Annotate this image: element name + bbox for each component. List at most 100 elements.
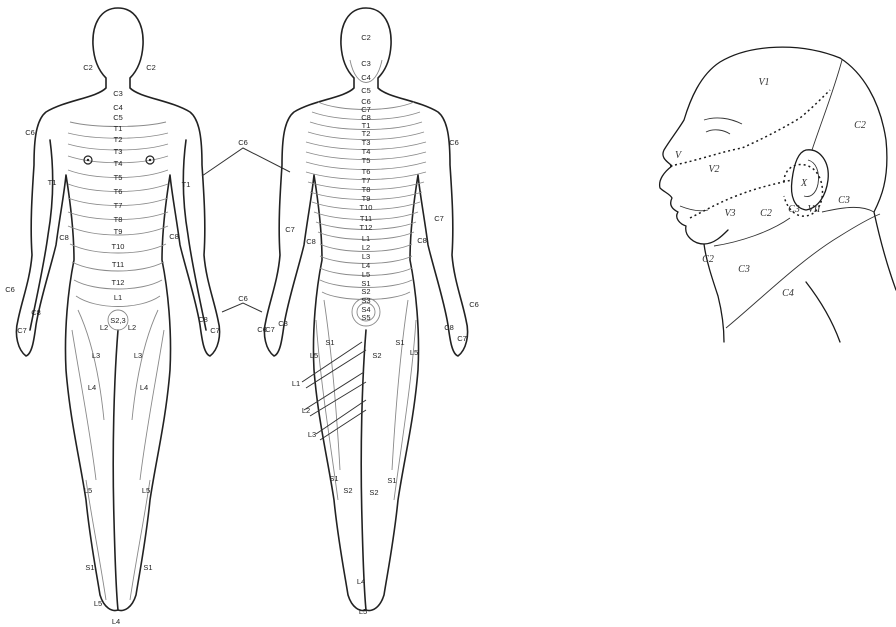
- back-spine-label: L5: [362, 270, 370, 279]
- back-spine-label: C5: [361, 86, 371, 95]
- front-spine-label: T5: [114, 173, 123, 182]
- back-arm-label: C7: [457, 334, 467, 343]
- head-label: V3: [724, 208, 735, 219]
- head-back-of-head: [840, 58, 896, 290]
- back-spine-label: S3: [361, 296, 370, 305]
- front-arm-label: C8: [31, 308, 41, 317]
- front-spine-label: C5: [113, 113, 123, 122]
- back-spine-label: S2: [361, 287, 370, 296]
- front-spine-label: T7: [114, 201, 123, 210]
- head-label: C2: [702, 254, 714, 265]
- back-leg-label: S2: [343, 486, 352, 495]
- back-arm-label: C8: [417, 236, 427, 245]
- back-arm-label: C7: [285, 225, 295, 234]
- back-spine-label: L2: [362, 243, 370, 252]
- back-spine-label: T6: [362, 167, 371, 176]
- front-spine-label: T11: [112, 260, 124, 269]
- back-spine-label: T10: [360, 203, 373, 212]
- front-leg-label: L5: [94, 599, 102, 608]
- front-spine-label: L1: [114, 293, 122, 302]
- front-neck-label: C2: [146, 63, 156, 72]
- front-leg-label: L3: [92, 351, 100, 360]
- head-label: X: [800, 178, 808, 189]
- back-arm-label: C7: [434, 214, 444, 223]
- shared-c6-label: C6: [238, 138, 248, 147]
- back-leg-label: S1: [387, 476, 396, 485]
- head-label: C3: [788, 204, 800, 215]
- front-leg-label: L5: [142, 486, 150, 495]
- front-body-outline: [16, 8, 219, 610]
- head-label: V1: [758, 77, 769, 88]
- head-c2-boundary: [812, 60, 842, 150]
- front-arm-label: T1: [182, 180, 191, 189]
- back-leg-label: L4: [357, 577, 365, 586]
- back-spine-label: T7: [362, 176, 371, 185]
- head-label: V2: [708, 164, 719, 175]
- front-arm-label: C6: [25, 128, 35, 137]
- front-leg-label: L2: [128, 323, 136, 332]
- back-leg-label: S2: [369, 488, 378, 497]
- back-spine-label: T8: [362, 185, 371, 194]
- head-label: V: [675, 150, 683, 161]
- back-spine-label: T12: [360, 223, 373, 232]
- front-spine-label: T10: [112, 242, 125, 251]
- back-spine-label: T2: [362, 129, 371, 138]
- front-leg-label: L3: [134, 351, 142, 360]
- head-label: VII: [808, 204, 821, 215]
- upper-c6-leader: [202, 148, 290, 176]
- front-leg-label: L5: [84, 486, 92, 495]
- back-spine-label: T4: [362, 147, 371, 156]
- back-arm-label: C6: [469, 300, 479, 309]
- head-label: C3: [838, 195, 850, 206]
- back-leg-label: S2: [372, 351, 381, 360]
- head-label: C2: [760, 208, 772, 219]
- front-spine-label: T9: [114, 227, 123, 236]
- front-spine-label: C4: [113, 103, 123, 112]
- front-neck-label: C2: [83, 63, 93, 72]
- head-label: C2: [854, 120, 866, 131]
- head-figure: V1 V2 V3 V C2 C3 C2 C3 C2 C3 C4 X VII: [660, 47, 896, 342]
- front-inner-leg-line: [113, 330, 118, 610]
- back-arm-label: C8: [306, 237, 316, 246]
- front-leg-label: S1: [85, 563, 94, 572]
- back-spine-label: C2: [361, 33, 371, 42]
- front-spine-label: T2: [114, 135, 123, 144]
- front-right-nipple-dot: [149, 159, 151, 161]
- back-arm-label: C7: [265, 325, 275, 334]
- back-arm-label: C6: [449, 138, 459, 147]
- back-spine-label: T5: [362, 156, 371, 165]
- front-spine-label: T12: [112, 278, 125, 287]
- front-arm-label: C6: [5, 285, 15, 294]
- back-leg-label: L1: [292, 379, 300, 388]
- back-leg-label: L3: [308, 430, 316, 439]
- back-spine-label: S5: [361, 313, 370, 322]
- front-spine-label: T4: [114, 159, 123, 168]
- back-spine-label: L3: [362, 252, 370, 261]
- shared-c6-leaders: C6 C6: [202, 138, 290, 312]
- back-spine-label: C4: [361, 73, 371, 82]
- head-v2-v3-boundary: [690, 180, 792, 218]
- back-leg-label: L5: [359, 607, 367, 616]
- head-ear: [792, 150, 829, 210]
- back-arm-label: C8: [444, 323, 454, 332]
- back-spine-label: C3: [361, 59, 371, 68]
- back-spine-label: T9: [362, 194, 371, 203]
- shared-c6-label: C6: [238, 294, 248, 303]
- back-leg-label: L5: [410, 348, 418, 357]
- front-leg-label: L4: [112, 617, 120, 626]
- front-figure: C2 C2 C3 C4 C5 T1 T2 T3 T4 T5 T6 T7 T8 T…: [5, 8, 220, 626]
- front-leg-label: L2: [100, 323, 108, 332]
- back-figure: C2 C3 C4 C5 C6 C7 C8 T1 T2 T3 T4 T5 T6 T…: [257, 8, 479, 616]
- front-spine-label: C3: [113, 89, 123, 98]
- front-spine-label: T6: [114, 187, 123, 196]
- front-arm-label: C8: [59, 233, 69, 242]
- back-spine-label: L4: [362, 261, 370, 270]
- back-leg-label: S1: [329, 474, 338, 483]
- front-arm-label: C8: [169, 232, 179, 241]
- head-mouth: [680, 206, 708, 211]
- front-arm-label: C7: [210, 326, 220, 335]
- back-arm-label: C8: [278, 319, 288, 328]
- head-label: C4: [782, 288, 794, 299]
- lower-c6-leader: [222, 303, 262, 312]
- head-label: C3: [738, 264, 750, 275]
